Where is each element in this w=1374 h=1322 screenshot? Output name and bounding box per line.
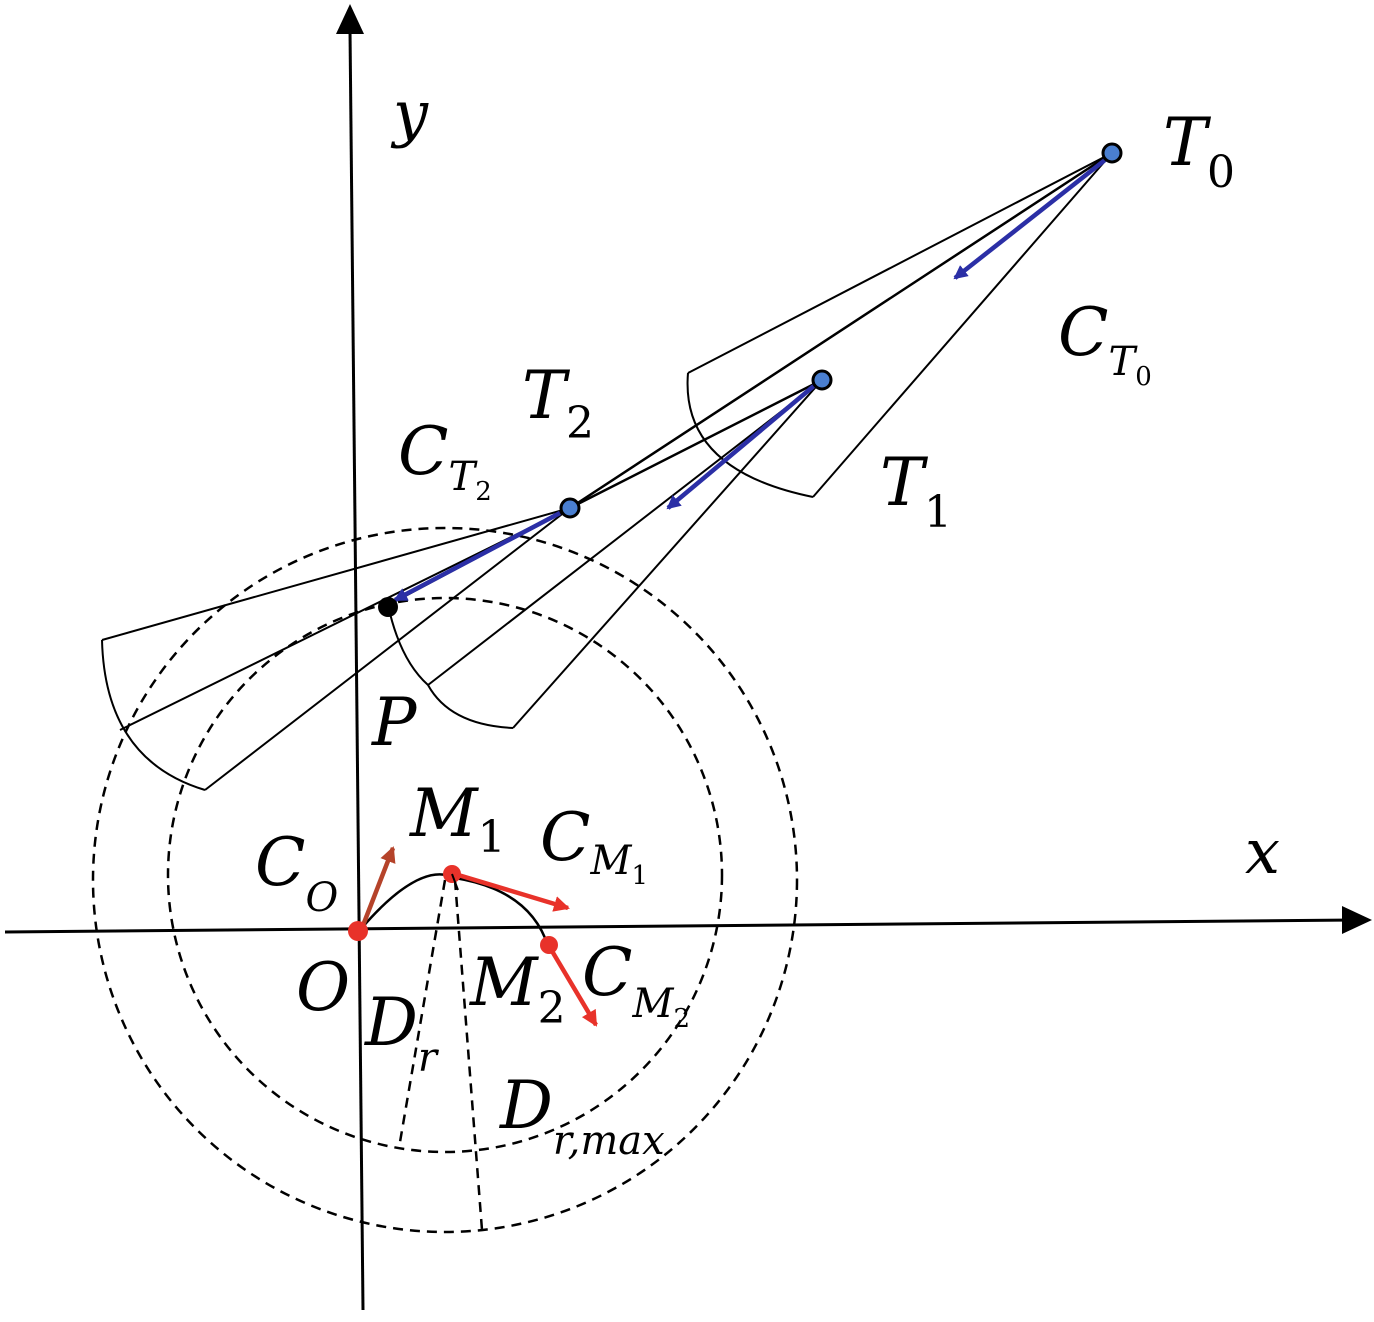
label-dr-max: Dr,max [499,1067,665,1164]
arrow-co [359,846,396,929]
y-axis-arrow [336,4,364,34]
arrow-cm2 [547,944,598,1027]
cone-t1 [427,379,823,729]
label-o: O [296,949,350,1026]
labels: y x T0 CT0 T1 T2 CT2 P M1 CM1 CO O M2 CM… [255,77,1280,1164]
label-p: P [371,684,418,761]
range-circles [91,526,799,1234]
point-t2 [559,497,581,519]
radius-lines [398,879,484,1231]
arrow-t2 [393,511,562,602]
arrow-cm1 [454,871,570,912]
x-axis [4,918,1356,934]
circle-dr-max [91,526,799,1234]
tick-m1 [451,873,459,891]
label-t1: T1 [880,444,952,538]
label-dr: Dr [364,984,440,1081]
trajectory [119,151,1113,731]
target-points [378,142,1123,617]
radius-dr-max [453,879,484,1231]
robot-points [348,865,558,954]
y-axis [348,29,365,1311]
arrow-t1 [666,383,817,510]
radius-dr [398,879,447,1143]
cone-t0 [686,152,1113,498]
label-cm2: CM2 [582,934,690,1034]
label-ct2: CT2 [398,413,492,507]
label-axis-y: y [390,77,429,150]
axes [4,4,1372,1311]
cone-t2 [101,507,571,791]
label-t0: T0 [1163,104,1235,198]
label-t2: T2 [522,357,594,449]
label-cm1: CM1 [540,799,648,891]
robot-path-arc [359,873,550,947]
robot-arrows [359,846,598,1027]
point-t0 [1101,142,1123,164]
point-m2 [540,936,558,954]
point-o [348,921,368,941]
label-m1: M1 [409,775,506,863]
point-p [378,597,398,617]
label-co: CO [255,824,338,921]
arrow-t0 [953,158,1107,280]
label-ct0: CT0 [1058,294,1152,392]
trajectory-arrows [393,158,1107,602]
point-t1 [811,369,833,391]
x-axis-arrow [1342,906,1372,934]
label-m2: M2 [469,944,566,1034]
circle-dr [166,596,724,1154]
label-axis-x: x [1245,815,1280,888]
